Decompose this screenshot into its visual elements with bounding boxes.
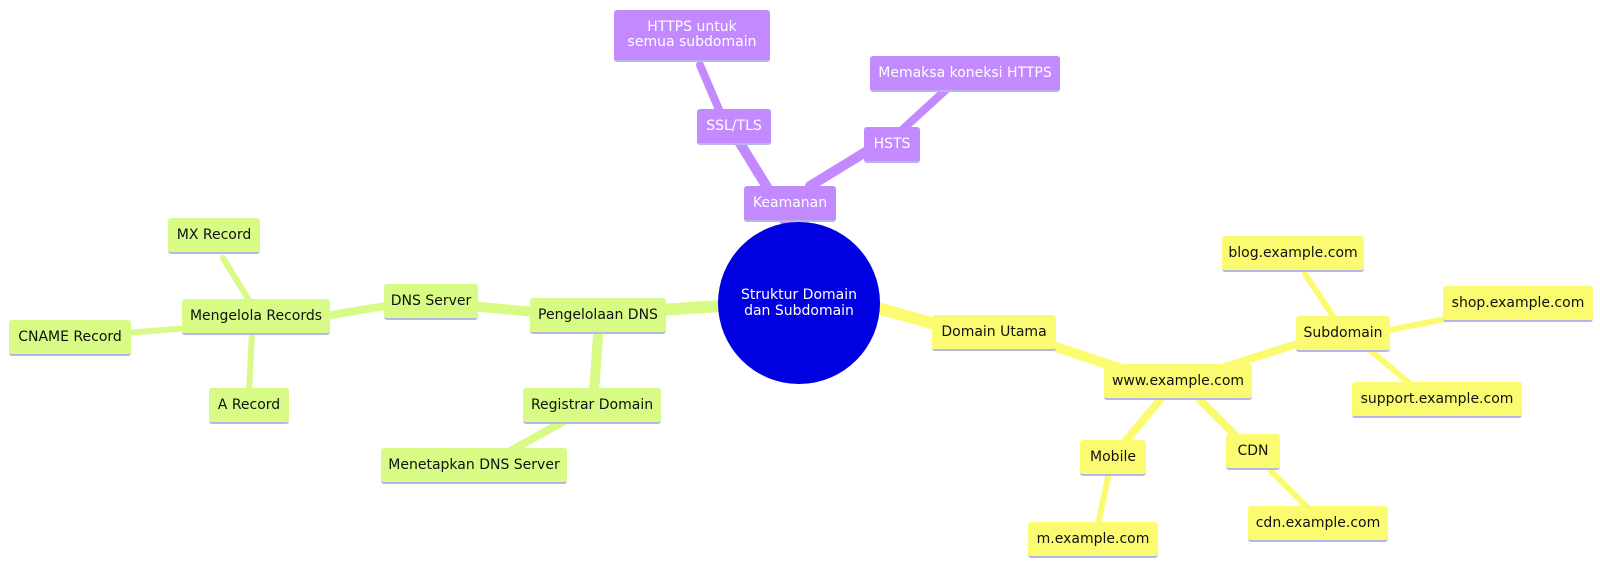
edge-subdomain-blog [1302,271,1336,319]
edge-server-records [321,302,389,320]
node-subdomain: Subdomain [1296,316,1390,352]
edge-records-cname [122,325,191,336]
node-mengelola-records-label: Mengelola Records [189,308,323,324]
edge-subdomain-shop [1387,315,1453,333]
node-support-label: support.example.com [1360,391,1514,407]
node-keamanan-label: Keamanan [752,195,828,211]
node-mx-record: MX Record [168,218,260,254]
node-registrar-domain: Registrar Domain [523,388,661,424]
node-cdn-example-label: cdn.example.com [1255,515,1381,531]
node-m-example: m.example.com [1028,522,1158,558]
node-cname-record-label: CNAME Record [18,329,122,345]
edge-cdn-cdnexample [1267,467,1313,513]
edge-ssl-https [696,61,724,116]
node-m-example-label: m.example.com [1036,531,1150,547]
node-cdn-label: CDN [1237,443,1269,459]
node-a-record-label: A Record [217,397,281,413]
root-node: Struktur Domain dan Subdomain [718,222,880,384]
edge-hsts-memaksa [898,82,954,134]
node-https-semua: HTTPS untuk semua subdomain [614,10,770,62]
node-menetapkan-dns-label: Menetapkan DNS Server [388,457,560,473]
node-hsts: HSTS [864,127,920,163]
node-domain-utama-label: Domain Utama [941,324,1047,340]
node-cname-record: CNAME Record [9,320,131,356]
edge-root-dns [654,300,726,316]
node-dns-server-label: DNS Server [390,293,472,309]
node-mengelola-records: Mengelola Records [182,299,330,335]
node-blog-label: blog.example.com [1228,245,1358,261]
node-mobile: Mobile [1080,440,1146,476]
node-dns-server: DNS Server [384,284,478,320]
node-domain-utama: Domain Utama [932,315,1056,351]
node-memaksa-https: Memaksa koneksi HTTPS [870,56,1060,92]
node-support: support.example.com [1352,382,1522,418]
edge-records-mx [220,255,253,305]
node-subdomain-label: Subdomain [1303,325,1383,341]
edge-keamanan-hsts [805,143,877,191]
node-https-semua-label: HTTPS untuk semua subdomain [627,19,757,50]
edge-mobile-m [1095,474,1111,528]
edge-subdomain-support [1367,347,1411,385]
node-ssl-tls: SSL/TLS [697,109,771,145]
node-cdn-example: cdn.example.com [1248,506,1388,542]
node-mobile-label: Mobile [1090,449,1136,465]
edge-dns-server [465,301,540,317]
edge-root-domain [872,302,948,332]
node-shop: shop.example.com [1443,286,1593,322]
edge-www-cdn [1196,396,1244,444]
node-memaksa-https-label: Memaksa koneksi HTTPS [878,65,1052,81]
node-cdn: CDN [1226,434,1280,470]
node-menetapkan-dns: Menetapkan DNS Server [381,448,567,484]
node-pengelolaan-dns: Pengelolaan DNS [530,298,666,334]
node-hsts-label: HSTS [873,136,911,152]
edge-keamanan-ssl [733,135,775,197]
root-label: Struktur Domain dan Subdomain [740,287,857,319]
node-pengelolaan-dns-label: Pengelolaan DNS [538,307,658,323]
node-registrar-domain-label: Registrar Domain [530,397,654,413]
node-a-record: A Record [209,388,289,424]
node-ssl-tls-label: SSL/TLS [706,118,762,134]
node-mx-record-label: MX Record [176,227,252,243]
node-blog: blog.example.com [1222,236,1364,272]
node-www: www.example.com [1104,364,1252,400]
edge-records-a [246,329,255,395]
node-keamanan: Keamanan [744,186,836,222]
node-www-label: www.example.com [1111,373,1245,389]
node-shop-label: shop.example.com [1451,295,1585,311]
